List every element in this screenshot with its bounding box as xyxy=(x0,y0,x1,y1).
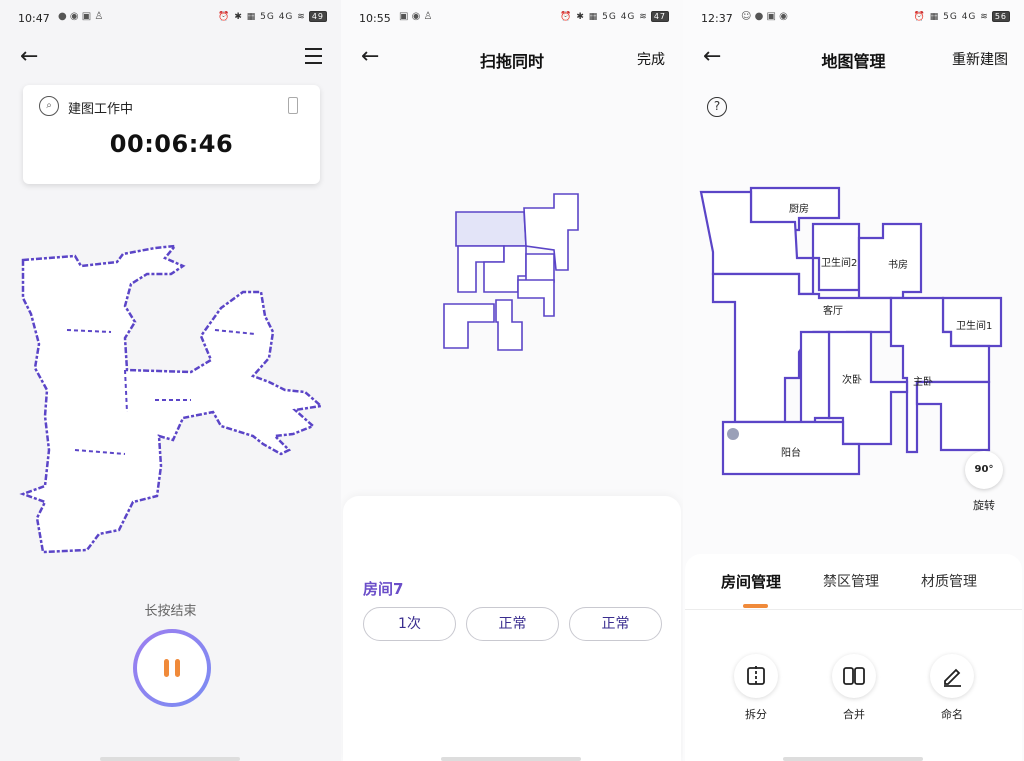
status-indicators: ⏰ ✱ ▦ 5G 4G ≋ xyxy=(560,12,648,22)
room-label-balcony[interactable]: 阳台 xyxy=(781,448,801,459)
home-indicator[interactable] xyxy=(441,757,581,761)
back-arrow-icon[interactable]: ← xyxy=(361,44,380,69)
rotate-button[interactable]: 90° xyxy=(965,451,1003,489)
robot-dock-icon xyxy=(727,428,739,440)
status-icons: ⏰ ✱ ▦ 5G 4G ≋49 xyxy=(218,11,327,22)
status-indicators: ⏰ ▦ 5G 4G ≋ xyxy=(913,12,989,22)
room-map[interactable] xyxy=(436,188,596,358)
selected-room-name: 房间7 xyxy=(363,580,404,598)
page-title: 扫拖同时 xyxy=(479,52,544,71)
split-label: 拆分 xyxy=(745,708,767,721)
rebuild-map-button[interactable]: 重新建图 xyxy=(952,52,1008,68)
status-indicators: ⏰ ✱ ▦ 5G 4G ≋ xyxy=(218,12,306,22)
menu-icon[interactable] xyxy=(305,48,322,64)
map-management-screen: 12:37 ☺ ● ▣ ◉ ⏰ ▦ 5G 4G ≋56 ← 地图管理 重新建图 … xyxy=(683,0,1024,761)
merge-label: 合并 xyxy=(843,708,865,721)
room-label-master-bedroom[interactable]: 主卧 xyxy=(913,377,933,388)
split-icon xyxy=(734,654,778,698)
long-press-hint: 长按结束 xyxy=(144,604,197,619)
room-label-second-bedroom[interactable]: 次卧 xyxy=(842,375,862,386)
mapping-status-card: ⌕ 建图工作中 00:06:46 xyxy=(23,85,320,184)
robot-battery-icon xyxy=(288,97,298,114)
mapping-timer: 00:06:46 xyxy=(109,130,234,158)
status-icons: ⏰ ▦ 5G 4G ≋56 xyxy=(914,11,1010,22)
pause-button[interactable] xyxy=(133,629,211,707)
status-bar: 12:37 ☺ ● ▣ ◉ ⏰ ▦ 5G 4G ≋56 xyxy=(683,0,1024,38)
pause-bar-right xyxy=(175,659,180,677)
status-time: 12:37 xyxy=(701,12,733,25)
home-indicator[interactable] xyxy=(100,757,240,761)
notification-icons: ☺ ● ▣ ◉ xyxy=(741,11,788,22)
status-time: 10:55 xyxy=(359,12,391,25)
room-label-living[interactable]: 客厅 xyxy=(823,306,843,317)
status-icons: ⏰ ✱ ▦ 5G 4G ≋47 xyxy=(560,11,669,22)
back-arrow-icon[interactable]: ← xyxy=(20,44,39,69)
suction-level-pill[interactable]: 正常 xyxy=(466,607,559,641)
merge-icon xyxy=(832,654,876,698)
home-indicator[interactable] xyxy=(783,757,923,761)
help-icon[interactable]: ? xyxy=(707,97,727,117)
tabs-divider xyxy=(685,609,1022,610)
room-label-study[interactable]: 书房 xyxy=(888,260,908,271)
split-room-button[interactable]: 拆分 xyxy=(732,654,780,722)
rename-label: 命名 xyxy=(941,708,963,721)
room-label-kitchen[interactable]: 厨房 xyxy=(789,204,809,215)
tab-floor-material[interactable]: 材质管理 xyxy=(921,574,977,590)
room-label-bathroom1[interactable]: 卫生间1 xyxy=(956,321,993,332)
map-tools-sheet: 房间管理 禁区管理 材质管理 拆分 合并 命名 xyxy=(685,554,1022,761)
room-map[interactable] xyxy=(695,182,1010,482)
rename-room-button[interactable]: 命名 xyxy=(928,654,976,722)
pause-bar-left xyxy=(164,659,169,677)
rotate-90-icon: 90° xyxy=(974,464,994,475)
battery-icon: 49 xyxy=(308,11,327,22)
mapping-screen: 10:47 ● ◉ ▣ ♙ ⏰ ✱ ▦ 5G 4G ≋49 ← ⌕ 建图工作中 … xyxy=(0,0,341,761)
room-settings-screen: 10:55 ▣ ◉ ♙ ⏰ ✱ ▦ 5G 4G ≋47 ← 扫拖同时 完成 房间… xyxy=(341,0,683,761)
page-title: 地图管理 xyxy=(821,52,886,71)
merge-rooms-button[interactable]: 合并 xyxy=(830,654,878,722)
back-arrow-icon[interactable]: ← xyxy=(703,44,722,69)
robot-icon: ⌕ xyxy=(39,96,59,116)
done-button[interactable]: 完成 xyxy=(637,52,665,68)
notification-icons: ▣ ◉ ♙ xyxy=(399,11,433,22)
battery-icon: 56 xyxy=(991,11,1010,22)
status-time: 10:47 xyxy=(18,12,50,25)
rotate-label: 旋转 xyxy=(973,499,995,512)
status-bar: 10:55 ▣ ◉ ♙ ⏰ ✱ ▦ 5G 4G ≋47 xyxy=(341,0,683,38)
active-tab-indicator xyxy=(743,604,768,608)
tab-room-management[interactable]: 房间管理 xyxy=(721,573,782,591)
water-level-pill[interactable]: 正常 xyxy=(569,607,662,641)
cleaning-times-pill[interactable]: 1次 xyxy=(363,607,456,641)
notification-icons: ● ◉ ▣ ♙ xyxy=(58,11,104,22)
status-bar: 10:47 ● ◉ ▣ ♙ ⏰ ✱ ▦ 5G 4G ≋49 xyxy=(0,0,341,38)
tab-no-go-zones[interactable]: 禁区管理 xyxy=(823,574,879,590)
room-label-bathroom2[interactable]: 卫生间2 xyxy=(821,258,858,269)
pause-icon xyxy=(137,633,207,703)
live-map xyxy=(19,244,324,554)
room-settings-sheet: 房间7 1次 正常 正常 xyxy=(343,496,681,761)
mapping-status-label: 建图工作中 xyxy=(68,102,134,117)
battery-icon: 47 xyxy=(650,11,669,22)
edit-pencil-icon xyxy=(930,654,974,698)
